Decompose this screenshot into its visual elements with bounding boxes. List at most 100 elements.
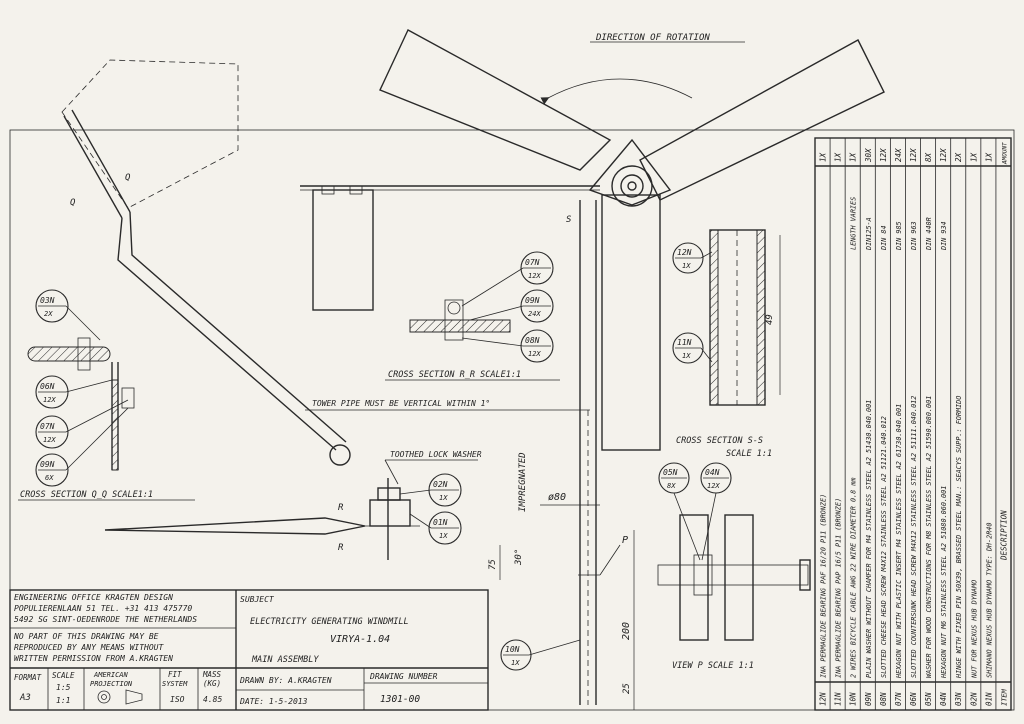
office-line-2: POPULIERENLAAN 51 TEL. +31 413 475770 xyxy=(14,604,192,613)
toothed-lock-washer-label: TOOTHED LOCK WASHER xyxy=(390,450,482,459)
scale-label: SCALE xyxy=(52,671,75,680)
cross-section-qq xyxy=(27,337,135,471)
mass-value: 4.85 xyxy=(203,695,222,704)
hub-dynamo-side xyxy=(369,499,411,527)
section-q-marker-2: Q xyxy=(125,173,131,183)
parts-spec: DIN 985 xyxy=(895,221,903,251)
tail-boom xyxy=(104,478,420,560)
dim-30-degrees: 30° xyxy=(514,549,524,566)
parts-spec: LENGTH VARIES xyxy=(850,197,858,250)
parts-item-number: 08N xyxy=(879,692,888,706)
svg-text:12X: 12X xyxy=(43,436,56,444)
cross-section-ss xyxy=(709,229,781,406)
parts-quantity: 1X xyxy=(834,152,843,162)
svg-text:10N: 10N xyxy=(505,645,520,654)
parts-spec: DIN 440R xyxy=(925,217,933,251)
svg-text:1X: 1X xyxy=(439,532,448,540)
hub-dynamo-inner xyxy=(620,174,644,198)
parts-header-amount: AMOUNT xyxy=(1001,142,1008,165)
parts-spec: DIN 934 xyxy=(940,221,948,251)
drawing-number-label: DRAWING NUMBER xyxy=(369,672,438,681)
rotation-arrow xyxy=(540,78,693,105)
svg-text:1X: 1X xyxy=(682,352,691,360)
parts-item-number: 03N xyxy=(954,692,963,706)
svg-text:24X: 24X xyxy=(528,310,541,318)
title-block xyxy=(9,589,489,711)
tail-hinge-circle xyxy=(329,444,351,466)
office-line-1: ENGINEERING OFFICE KRAGTEN DESIGN xyxy=(14,593,173,602)
parts-quantity: 1X xyxy=(849,152,858,162)
section-s-marker-1: S xyxy=(566,215,572,225)
parts-item-number: 01N xyxy=(984,692,993,706)
rotor-blade-right xyxy=(639,39,885,201)
dim-25: 25 xyxy=(622,683,632,694)
parts-description: SLOTTED COUNTERSUNK HEAD SCREW M4X12 STA… xyxy=(910,396,918,678)
tower-pipe xyxy=(579,200,597,705)
parts-description: INA PERMAGLIDE BEARING PAF 16/20 P11 (BR… xyxy=(820,494,828,678)
svg-text:07N: 07N xyxy=(40,422,55,431)
bubble-12n: 12N 1X xyxy=(672,242,713,274)
hub-axle xyxy=(627,181,637,191)
fit-label-2: SYSTEM xyxy=(162,680,188,688)
svg-text:1X: 1X xyxy=(682,262,691,270)
svg-text:6X: 6X xyxy=(45,474,54,482)
bubble-07n-qq: 07N 12X xyxy=(35,399,129,449)
rotor-blade-left xyxy=(379,29,612,171)
notice-line-1: NO PART OF THIS DRAWING MAY BE xyxy=(13,632,159,641)
tail-vane-plate xyxy=(61,59,239,209)
parts-header-description: DESCRIPTION xyxy=(999,510,1008,561)
parts-description: HINGE WITH FIXED PIN 50X39, BRASSED STEE… xyxy=(955,396,963,679)
parts-item-number: 04N xyxy=(939,692,948,706)
subject-line-1: ELECTRICITY GENERATING WINDMILL xyxy=(250,617,409,627)
head-frame xyxy=(300,185,600,311)
svg-text:06N: 06N xyxy=(40,382,55,391)
tower-dimensions xyxy=(499,504,635,710)
parts-quantity: 12X xyxy=(939,148,948,162)
hub-dynamo-outer xyxy=(611,165,653,207)
scale-value-1: 1:5 xyxy=(56,683,71,692)
fit-value: ISO xyxy=(170,695,185,704)
svg-text:11N: 11N xyxy=(677,338,692,347)
parts-item-number: 10N xyxy=(849,692,858,706)
view-p-marker: P xyxy=(622,535,628,546)
svg-text:09N: 09N xyxy=(40,460,55,469)
subject-label: SUBJECT xyxy=(240,595,275,604)
head-frame-plate xyxy=(312,189,374,311)
tail-vane xyxy=(61,59,351,466)
cross-section-rr-label: CROSS SECTION R_R SCALE1:1 xyxy=(388,370,521,380)
svg-text:12N: 12N xyxy=(677,248,692,257)
parts-description: HEXAGON NUT M6 STAINLESS STEEL A2 51080.… xyxy=(940,486,948,679)
subject-line-2: VIRYA-1.04 xyxy=(330,634,390,645)
tower-pipe-note: TOWER PIPE MUST BE VERTICAL WITHIN 1° xyxy=(312,399,490,408)
parts-description: SHIMANO NEXUS HUB DYNAMO TYPE: DH-2R40 xyxy=(985,523,993,679)
rotor-blade-lower xyxy=(601,194,661,451)
parts-quantity: 1X xyxy=(969,152,978,162)
parts-spec: DIN125-A xyxy=(865,217,873,251)
cross-section-ss-label: CROSS SECTION S-S xyxy=(676,436,763,446)
format-label: FORMAT xyxy=(14,673,42,682)
drawing-date: DATE: 1-5-2013 xyxy=(239,697,308,706)
rotor-assembly xyxy=(379,29,885,451)
parts-item-number: 02N xyxy=(969,692,978,706)
parts-item-number: 09N xyxy=(864,692,873,706)
format-value: A3 xyxy=(19,693,31,703)
parts-description: PLAIN WASHER WITHOUT CHAMFER FOR M4 STAI… xyxy=(865,400,873,678)
parts-description: 2 WIRES BICYCLE CABLE AWG 22 WIRE DIAMET… xyxy=(850,477,858,678)
view-p xyxy=(657,514,811,641)
parts-quantity: 12X xyxy=(879,148,888,162)
parts-description: WASHER FOR WOOD CONSTRUCTIONS FOR M8 STA… xyxy=(925,396,933,678)
mass-label-1: MASS xyxy=(202,670,222,679)
section-q-marker-1: Q xyxy=(70,198,76,208)
parts-quantity: 12X xyxy=(909,148,918,162)
parts-spec: DIN 84 xyxy=(880,225,888,251)
parts-item-number: 05N xyxy=(924,692,933,706)
parts-header-item: ITEM xyxy=(1000,688,1008,706)
parts-item-number: 11N xyxy=(834,692,843,706)
